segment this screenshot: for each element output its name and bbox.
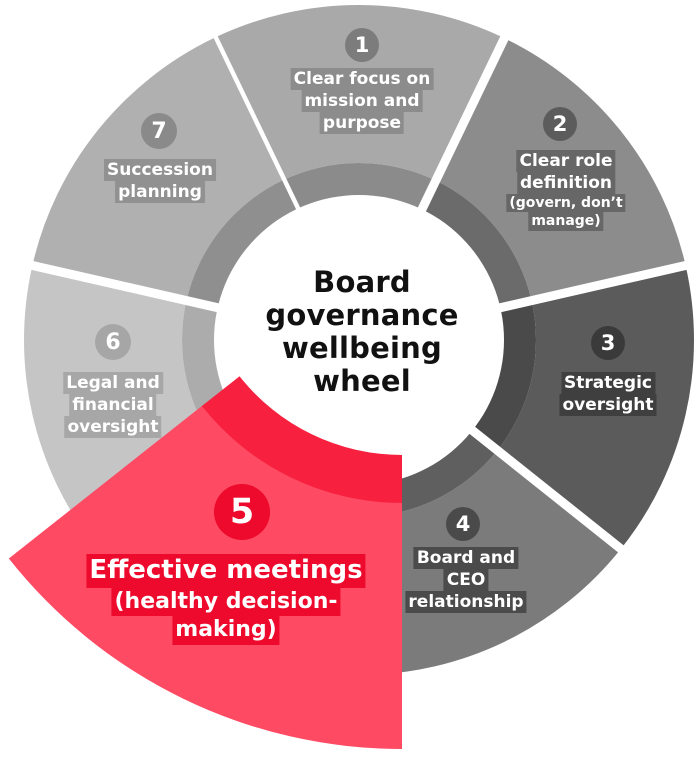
label-line: Legal and [63, 372, 163, 395]
label-line: purpose [319, 112, 405, 135]
segment-number: 7 [151, 118, 167, 144]
title-line: Board [313, 265, 411, 299]
label-line: mission and [301, 90, 423, 113]
segment-2-number-badge: 2 [543, 107, 577, 141]
label-line: Succession [104, 159, 216, 182]
segment-number: 3 [600, 331, 616, 355]
label-line: planning [115, 181, 205, 204]
segment-7-number-badge: 7 [141, 113, 177, 149]
segment-number: 1 [354, 33, 370, 57]
label-line: Board and [413, 547, 519, 570]
title-line: wellbeing [282, 331, 442, 365]
label-line: oversight [559, 394, 657, 417]
wheel-title: Board governance wellbeing wheel [265, 266, 458, 398]
label-line: Strategic [561, 372, 655, 395]
segment-6-label[interactable]: Legal and financial oversight [63, 372, 163, 439]
label-subline: making) [172, 616, 280, 645]
segment-number: 4 [455, 512, 471, 536]
title-line: wheel [313, 364, 411, 398]
label-line: definition [517, 172, 615, 195]
segment-3-inner-band [468, 300, 537, 451]
label-subline: (govern, don’t [506, 194, 626, 213]
segment-4-number-badge: 4 [446, 507, 480, 541]
segment-2-inner-band [419, 180, 532, 309]
segment-1-label[interactable]: Clear focus on mission and purpose [290, 68, 434, 135]
segment-7-label[interactable]: Succession planning [104, 159, 216, 204]
segment-5-label[interactable]: Effective meetings (healthy decision- ma… [86, 554, 366, 645]
segment-number: 2 [552, 112, 568, 136]
label-line: Effective meetings [86, 554, 366, 588]
segment-3-label[interactable]: Strategic oversight [559, 372, 657, 417]
segment-5-highlight-band [201, 376, 402, 503]
segment-3-number-badge: 3 [591, 326, 625, 360]
label-line: oversight [64, 416, 162, 439]
label-line: Clear focus on [290, 68, 434, 91]
segment-number: 5 [229, 492, 255, 532]
segment-6-number-badge: 6 [95, 324, 131, 360]
title-line: governance [265, 298, 459, 332]
segment-7-inner-band [186, 180, 299, 309]
label-line: Clear role [516, 150, 616, 173]
segment-1-number-badge: 1 [345, 28, 379, 62]
label-subline: manage) [528, 212, 604, 231]
label-line: relationship [405, 591, 527, 614]
center-circle [214, 195, 504, 485]
label-line: CEO [443, 569, 489, 592]
segment-5-number-badge: 5 [214, 484, 270, 540]
segment-2-label[interactable]: Clear role definition (govern, don’t man… [506, 150, 626, 231]
segment-4-label[interactable]: Board and CEO relationship [405, 547, 527, 614]
segment-number: 6 [105, 329, 121, 355]
label-subline: (healthy decision- [111, 587, 341, 617]
label-line: financial [69, 394, 157, 417]
